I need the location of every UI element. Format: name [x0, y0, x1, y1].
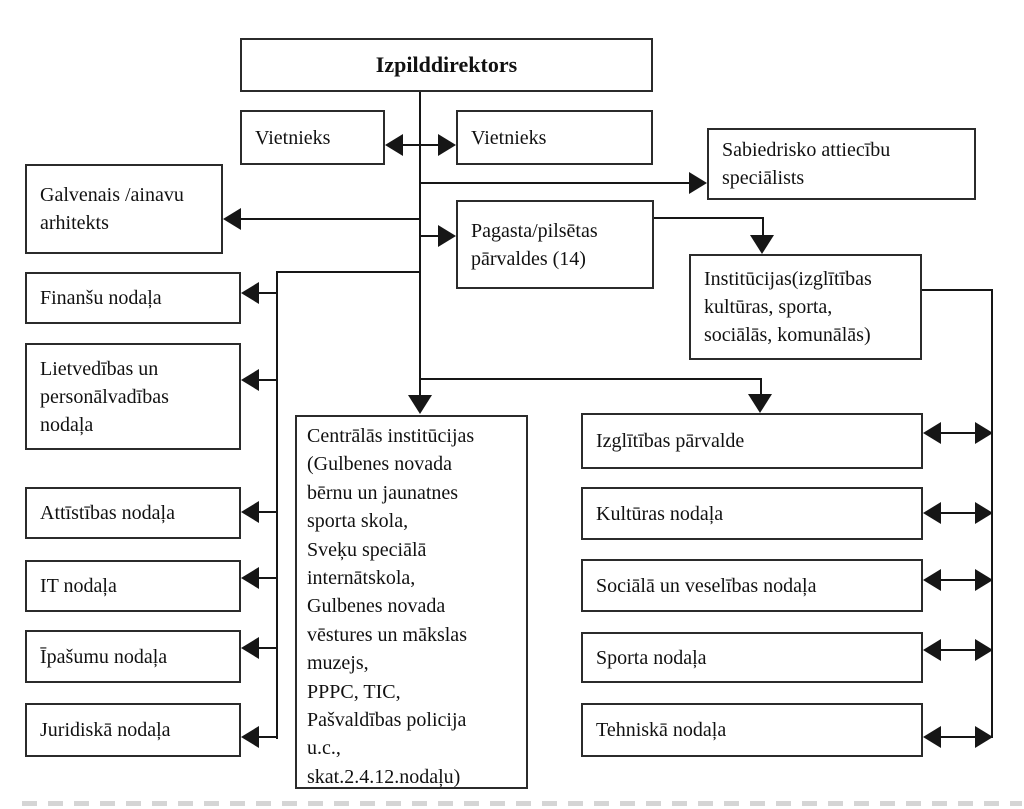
arrowhead-left-tehniska — [923, 726, 941, 748]
arrowhead-down-izglitibas — [748, 394, 772, 413]
edge-it — [259, 577, 278, 579]
edge-izglitibas-v — [760, 378, 762, 395]
arrowhead-left-sporta — [923, 639, 941, 661]
arrowhead-right-pagasta — [438, 225, 456, 247]
node-kulturas-nodala: Kultūras nodaļa — [581, 487, 923, 540]
edge-lietvedibas — [259, 379, 278, 381]
node-lietvedibas-nodala: Lietvedības un personālvadības nodaļa — [25, 343, 241, 450]
node-vietnieks-right: Vietnieks — [456, 110, 653, 165]
edge-vietnieks-shaft — [403, 144, 438, 146]
arrowhead-right-tehniska — [975, 726, 993, 748]
node-centralas-institucijas: Centrālās institūcijas (Gulbenes novada … — [295, 415, 528, 789]
edge-darrow-izglitibas — [941, 432, 975, 434]
arrowhead-right-sabiedrisko — [689, 172, 707, 194]
node-attistibas-nodala: Attīstības nodaļa — [25, 487, 241, 539]
node-pagasta-pilsetas-parvaldes: Pagasta/pilsētas pārvaldes (14) — [456, 200, 654, 289]
arrowhead-down-centralas — [408, 395, 432, 414]
arrowhead-left-ipasumu — [241, 637, 259, 659]
arrowhead-right-sporta — [975, 639, 993, 661]
edge-sabiedrisko — [420, 182, 689, 184]
node-sabiedrisko-attiecibu-specialists: Sabiedrisko attiecību speciālists — [707, 128, 976, 200]
edge-darrow-kulturas — [941, 512, 975, 514]
arrowhead-right-izglitibas — [975, 422, 993, 444]
arrowhead-left-finansu — [241, 282, 259, 304]
arrowhead-left-juridiska — [241, 726, 259, 748]
edge-finansu — [259, 292, 278, 294]
arrowhead-left-izglitibas — [923, 422, 941, 444]
node-finansu-nodala: Finanšu nodaļa — [25, 272, 241, 324]
edge-institucijas-rspine — [922, 289, 993, 291]
node-izpilddirektors: Izpilddirektors — [240, 38, 653, 92]
arrowhead-right-sociala — [975, 569, 993, 591]
arrowhead-left-vietnieks — [385, 134, 403, 156]
edge-left-spine — [276, 271, 278, 739]
edge-ipasumu — [259, 647, 278, 649]
edge-pagasta-institucijas-h — [654, 217, 764, 219]
arrowhead-left-sociala — [923, 569, 941, 591]
node-sociala-un-veselibas-nodala: Sociālā un veselības nodaļa — [581, 559, 923, 612]
arrowhead-left-galvenais — [223, 208, 241, 230]
arrowhead-left-attistibas — [241, 501, 259, 523]
edge-attistibas — [259, 511, 278, 513]
edge-izglitibas-h — [420, 378, 762, 380]
arrowhead-left-kulturas — [923, 502, 941, 524]
edge-darrow-sociala — [941, 579, 975, 581]
arrowhead-right-kulturas — [975, 502, 993, 524]
edge-galvenais — [241, 218, 421, 220]
edge-juridiska — [259, 736, 278, 738]
arrowhead-left-lietvedibas — [241, 369, 259, 391]
edge-left-spine-branch — [276, 271, 421, 273]
node-galvenais-ainavu-arhitekts: Galvenais /ainavu arhitekts — [25, 164, 223, 254]
node-sporta-nodala: Sporta nodaļa — [581, 632, 923, 683]
edge-darrow-sporta — [941, 649, 975, 651]
node-juridiska-nodala: Juridiskā nodaļa — [25, 703, 241, 757]
edge-pagasta — [420, 235, 438, 237]
node-institucijas: Institūcijas(izglītības kultūras, sporta… — [689, 254, 922, 360]
node-it-nodala: IT nodaļa — [25, 560, 241, 612]
node-tehniska-nodala: Tehniskā nodaļa — [581, 703, 923, 757]
node-ipasumu-nodala: Īpašumu nodaļa — [25, 630, 241, 683]
edge-darrow-tehniska — [941, 736, 975, 738]
arrowhead-right-vietnieks — [438, 134, 456, 156]
arrowhead-down-institucijas — [750, 235, 774, 254]
arrowhead-left-it — [241, 567, 259, 589]
node-izglitibas-parvalde: Izglītības pārvalde — [581, 413, 923, 469]
node-vietnieks-left: Vietnieks — [240, 110, 385, 165]
edge-pagasta-institucijas-v — [762, 217, 764, 236]
scan-artifact — [22, 801, 1022, 806]
edge-trunk-vertical — [419, 92, 421, 395]
